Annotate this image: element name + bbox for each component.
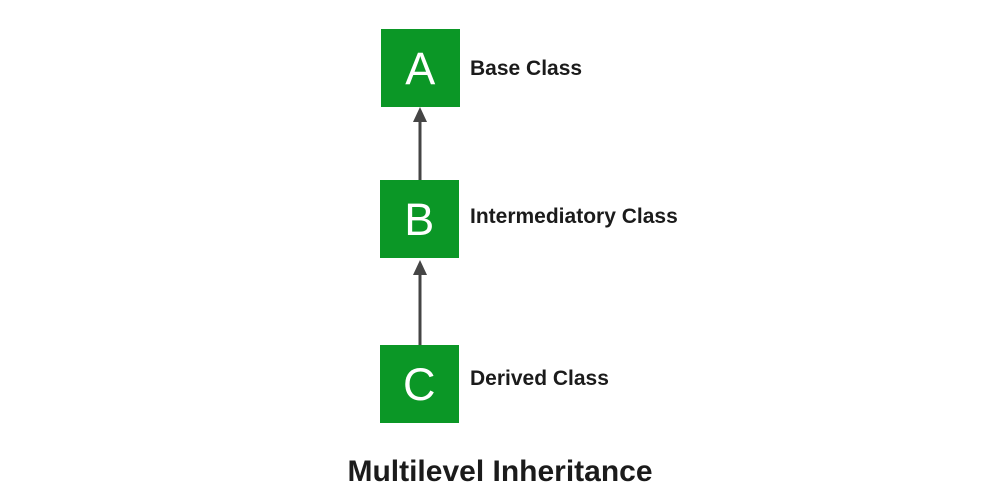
diagram-title: Multilevel Inheritance (347, 455, 653, 488)
class-label-base: Base Class (470, 57, 583, 80)
class-box-b[interactable]: B (380, 180, 459, 258)
class-box-a-letter: A (405, 42, 436, 94)
inheritance-arrow-b-to-a (409, 107, 431, 180)
class-box-c[interactable]: C (380, 345, 459, 423)
class-label-intermediatory: Intermediatory Class (470, 205, 678, 228)
class-box-b-letter: B (404, 193, 435, 245)
class-box-c-letter: C (403, 358, 436, 410)
class-box-a[interactable]: A (381, 29, 460, 107)
class-label-derived: Derived Class (470, 367, 609, 390)
inheritance-arrow-c-to-b (409, 260, 431, 345)
